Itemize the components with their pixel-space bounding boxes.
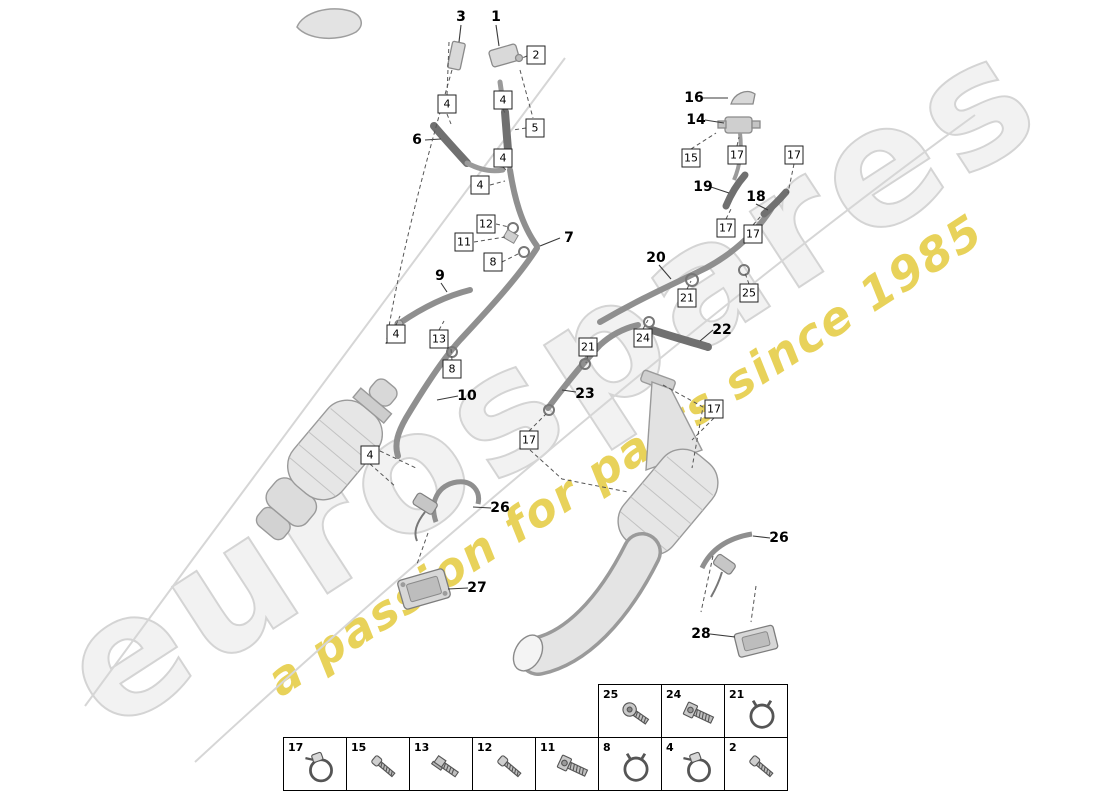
legend-top-row: 25 24 21 xyxy=(598,684,788,738)
part-ref-box-17[interactable]: 17 xyxy=(716,218,736,238)
torx-screw-icon xyxy=(616,694,656,734)
clamp-icon xyxy=(742,694,782,734)
catalytic-converter-right xyxy=(512,369,719,676)
part-ref-box-2[interactable]: 2 xyxy=(526,45,546,65)
legend-item-number: 21 xyxy=(729,688,745,701)
part-ref-box-4[interactable]: 4 xyxy=(493,148,513,168)
part-ref-box-4[interactable]: 4 xyxy=(470,175,490,195)
part-ref-box-8[interactable]: 8 xyxy=(483,252,503,272)
legend-item-number: 4 xyxy=(666,741,674,754)
part-ref-box-25[interactable]: 25 xyxy=(739,283,759,303)
oxygen-sensor-left xyxy=(412,479,482,542)
part-ref-box-15[interactable]: 15 xyxy=(681,148,701,168)
part-ref-box-4[interactable]: 4 xyxy=(493,90,513,110)
part-ref-box-4[interactable]: 4 xyxy=(360,445,380,465)
legend-item-24[interactable]: 24 xyxy=(661,684,725,738)
part-number-19[interactable]: 19 xyxy=(693,179,713,195)
part-ref-box-13[interactable]: 13 xyxy=(429,329,449,349)
part-ref-box-17[interactable]: 17 xyxy=(727,145,747,165)
part-ref-box-21[interactable]: 21 xyxy=(677,288,697,308)
legend-item-number: 2 xyxy=(729,741,737,754)
legend-item-25[interactable]: 25 xyxy=(598,684,662,738)
body-outline-fragment xyxy=(296,8,362,40)
hose-clamp-icon xyxy=(301,747,341,787)
legend-item-15[interactable]: 15 xyxy=(346,737,410,791)
part-ref-box-24[interactable]: 24 xyxy=(633,328,653,348)
screw-icon xyxy=(490,747,530,787)
part-number-26[interactable]: 26 xyxy=(769,530,789,546)
cap-screw-icon xyxy=(553,747,593,787)
breather-valve xyxy=(717,90,761,181)
legend-item-number: 17 xyxy=(288,741,304,754)
legend-item-number: 15 xyxy=(351,741,367,754)
part-number-14[interactable]: 14 xyxy=(686,112,706,128)
legend-bottom-row: 17 15 13 12 11 8 4 2 xyxy=(283,737,788,791)
legend-item-number: 13 xyxy=(414,741,430,754)
legend-item-11[interactable]: 11 xyxy=(535,737,599,791)
leader-lines xyxy=(424,24,771,638)
part-number-26[interactable]: 26 xyxy=(490,500,510,516)
legend-item-number: 8 xyxy=(603,741,611,754)
part-number-27[interactable]: 27 xyxy=(467,580,487,596)
bracket-28 xyxy=(733,624,779,658)
hose-clamp-icon xyxy=(679,747,719,787)
legend-item-17[interactable]: 17 xyxy=(283,737,347,791)
part-number-28[interactable]: 28 xyxy=(691,626,711,642)
part-ref-box-12[interactable]: 12 xyxy=(476,214,496,234)
screw-icon xyxy=(364,747,404,787)
part-number-18[interactable]: 18 xyxy=(746,189,766,205)
legend-item-8[interactable]: 8 xyxy=(598,737,662,791)
part-ref-box-4[interactable]: 4 xyxy=(386,324,406,344)
legend-item-4[interactable]: 4 xyxy=(661,737,725,791)
legend-item-number: 24 xyxy=(666,688,682,701)
part-number-6[interactable]: 6 xyxy=(412,132,422,148)
part-number-7[interactable]: 7 xyxy=(564,230,574,246)
tube-junction xyxy=(502,222,530,258)
legend-item-number: 25 xyxy=(603,688,619,701)
clamp-icon xyxy=(616,747,656,787)
part-ref-box-4[interactable]: 4 xyxy=(437,94,457,114)
part-number-20[interactable]: 20 xyxy=(646,250,666,266)
part-number-9[interactable]: 9 xyxy=(435,268,445,284)
cap-screw-icon xyxy=(679,694,719,734)
legend-item-12[interactable]: 12 xyxy=(472,737,536,791)
part-number-1[interactable]: 1 xyxy=(491,9,501,25)
legend-item-13[interactable]: 13 xyxy=(409,737,473,791)
flange-bolt-icon xyxy=(427,747,467,787)
part-number-10[interactable]: 10 xyxy=(457,388,477,404)
part-ref-box-5[interactable]: 5 xyxy=(525,118,545,138)
part-ref-box-17[interactable]: 17 xyxy=(784,145,804,165)
legend-item-number: 12 xyxy=(477,741,493,754)
legend-item-21[interactable]: 21 xyxy=(724,684,788,738)
control-unit-27 xyxy=(397,568,451,610)
part-ref-box-11[interactable]: 11 xyxy=(454,232,474,252)
part-ref-box-8[interactable]: 8 xyxy=(442,359,462,379)
part-ref-box-17[interactable]: 17 xyxy=(743,224,763,244)
part-number-3[interactable]: 3 xyxy=(456,9,466,25)
screw-icon xyxy=(742,747,782,787)
bracket-assembly xyxy=(446,40,524,71)
part-number-16[interactable]: 16 xyxy=(684,90,704,106)
catalytic-converter-left xyxy=(255,378,398,541)
part-ref-box-21[interactable]: 21 xyxy=(578,337,598,357)
part-number-23[interactable]: 23 xyxy=(575,386,595,402)
part-ref-box-17[interactable]: 17 xyxy=(704,399,724,419)
oxygen-sensor-right xyxy=(699,531,753,598)
part-number-22[interactable]: 22 xyxy=(712,322,732,338)
legend-item-number: 11 xyxy=(540,741,556,754)
legend-item-2[interactable]: 2 xyxy=(724,737,788,791)
part-ref-box-17[interactable]: 17 xyxy=(519,430,539,450)
